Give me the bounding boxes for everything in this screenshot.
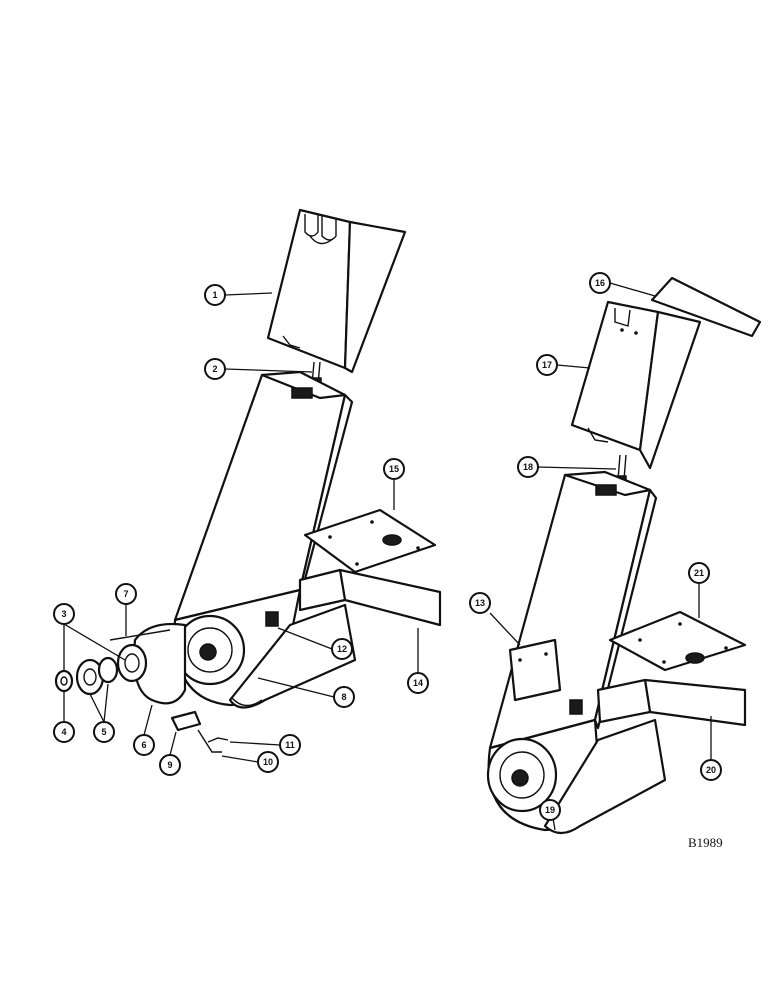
bearing-parts-left: [54, 643, 148, 696]
callout-label-1: 1: [212, 290, 217, 300]
left-assembly: [54, 208, 442, 753]
callout-label-4: 4: [61, 727, 66, 737]
callout-2: 2: [204, 358, 226, 380]
callout-14: 14: [407, 672, 429, 694]
callout-label-21: 21: [694, 568, 704, 578]
latch-parts-left: [170, 710, 229, 753]
callout-21: 21: [688, 562, 710, 584]
callout-16: 16: [589, 272, 611, 294]
callout-18: 18: [517, 456, 539, 478]
callout-17: 17: [536, 354, 558, 376]
callout-label-20: 20: [706, 765, 716, 775]
callout-label-3: 3: [61, 609, 66, 619]
callout-15: 15: [383, 458, 405, 480]
callout-13: 13: [469, 592, 491, 614]
callout-label-14: 14: [413, 678, 423, 688]
drive-tube-left: [228, 603, 357, 709]
mounting-bracket-left: [298, 568, 442, 627]
callout-label-11: 11: [285, 740, 295, 750]
callout-9: 9: [159, 754, 181, 776]
callout-label-12: 12: [337, 644, 347, 654]
callout-3: 3: [53, 603, 75, 625]
callout-label-10: 10: [263, 757, 273, 767]
callout-19: 19: [539, 799, 561, 821]
callout-label-15: 15: [389, 464, 399, 474]
callout-5: 5: [93, 721, 115, 743]
callouts: 1 2 3 4 5 6 7 8 9 10 11 12 13 14 15 16 1…: [53, 272, 722, 821]
figure-reference-code: B1989: [688, 835, 723, 850]
upper-chute-right: [570, 300, 702, 470]
callout-4: 4: [53, 721, 75, 743]
callout-11: 11: [279, 734, 301, 756]
right-assembly: [486, 276, 762, 835]
mounting-plate-right: [608, 610, 747, 672]
callout-10: 10: [257, 751, 279, 773]
callout-8: 8: [333, 686, 355, 708]
callout-label-18: 18: [523, 462, 533, 472]
callout-label-9: 9: [167, 760, 172, 770]
callout-label-13: 13: [475, 598, 485, 608]
support-bar-right: [650, 276, 762, 338]
callout-label-2: 2: [212, 364, 217, 374]
callout-label-7: 7: [123, 589, 128, 599]
callout-1: 1: [204, 284, 226, 306]
callout-label-16: 16: [595, 278, 605, 288]
mounting-plate-left: [303, 508, 437, 574]
leader-lines: [63, 282, 712, 831]
callout-label-5: 5: [101, 727, 106, 737]
upper-chute-left: [266, 208, 407, 374]
drive-tube-right: [543, 718, 667, 835]
callout-6: 6: [133, 734, 155, 756]
callout-12: 12: [331, 638, 353, 660]
callout-label-19: 19: [545, 805, 555, 815]
callout-20: 20: [700, 759, 722, 781]
callout-label-8: 8: [341, 692, 346, 702]
mounting-bracket-right: [596, 678, 747, 727]
callout-label-6: 6: [141, 740, 146, 750]
callout-label-17: 17: [542, 360, 552, 370]
elevator-body-right: [486, 470, 658, 832]
callout-7: 7: [115, 583, 137, 605]
